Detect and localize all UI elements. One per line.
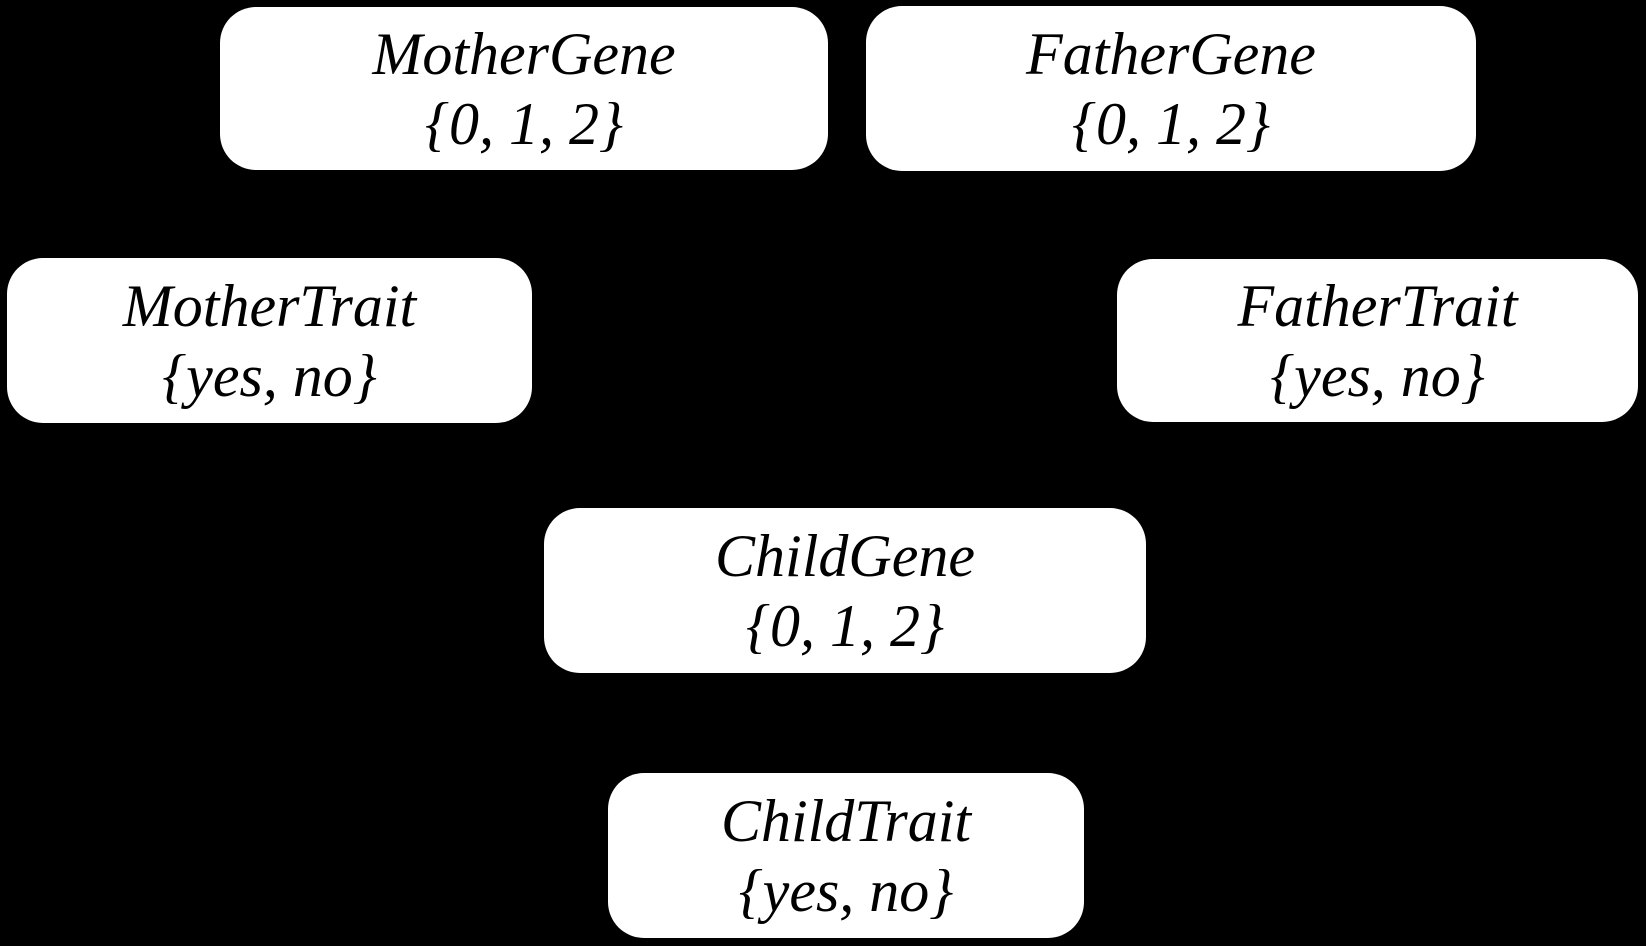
node-label: ChildTrait bbox=[720, 787, 972, 854]
node-label: FatherGene bbox=[1026, 20, 1316, 87]
node-mother-trait: MotherTrait {yes, no} bbox=[7, 258, 532, 423]
node-label: FatherTrait bbox=[1237, 272, 1518, 339]
node-label: ChildGene bbox=[715, 522, 975, 589]
node-domain: {0, 1, 2} bbox=[1072, 90, 1270, 157]
node-domain: {yes, no} bbox=[1270, 342, 1485, 409]
node-father-gene: FatherGene {0, 1, 2} bbox=[866, 6, 1476, 171]
node-child-gene: ChildGene {0, 1, 2} bbox=[544, 508, 1146, 673]
node-father-trait: FatherTrait {yes, no} bbox=[1117, 259, 1638, 422]
node-domain: {0, 1, 2} bbox=[425, 90, 623, 157]
node-domain: {yes, no} bbox=[738, 857, 954, 924]
node-child-trait: ChildTrait {yes, no} bbox=[608, 773, 1084, 938]
node-label: MotherGene bbox=[372, 20, 676, 87]
node-label: MotherTrait bbox=[122, 272, 417, 339]
node-domain: {0, 1, 2} bbox=[746, 592, 944, 659]
node-domain: {yes, no} bbox=[162, 342, 377, 409]
node-mother-gene: MotherGene {0, 1, 2} bbox=[220, 7, 828, 170]
